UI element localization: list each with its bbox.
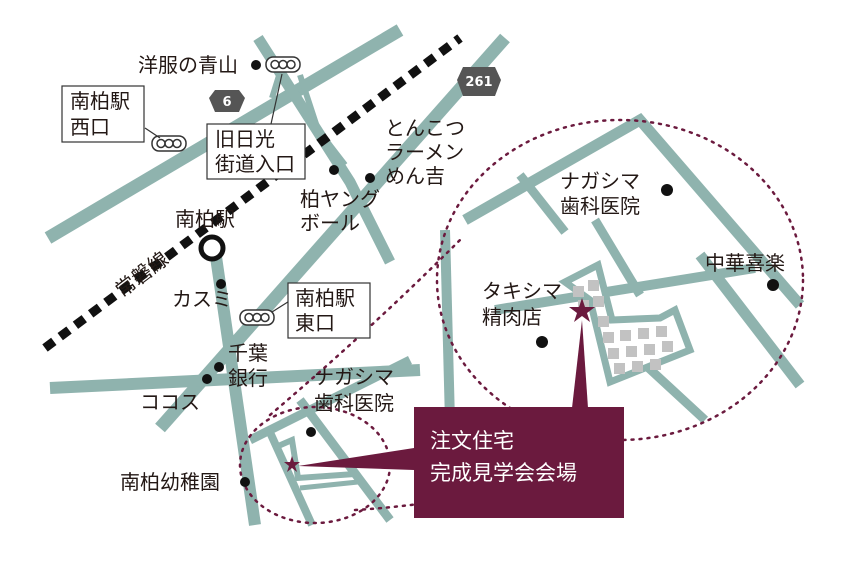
house <box>603 332 614 343</box>
label-yofuku: 洋服の青山 <box>138 53 238 77</box>
signal-box-kyunikko: 旧日光 街道入口 <box>206 123 306 180</box>
svg-text:旧日光: 旧日光 <box>215 127 275 151</box>
station-label: 南柏駅 <box>175 207 235 231</box>
signal-box-east: 南柏駅 東口 <box>287 282 371 339</box>
svg-text:東口: 東口 <box>295 311 335 335</box>
landmark-dot-tonkotsu <box>365 173 375 183</box>
road-south-1 <box>247 355 413 445</box>
label-takishima-2: 精肉店 <box>482 305 542 329</box>
site-outline <box>558 259 695 387</box>
road-east-2 <box>440 229 455 423</box>
road-east-3 <box>516 172 569 235</box>
label-nagashima-lower-1: ナガシマ <box>314 365 394 389</box>
traffic-signal-aoyama <box>265 56 301 73</box>
road-east-4 <box>591 217 644 298</box>
landmark-dot-kasumi <box>216 279 226 289</box>
route-shield-261: 261 <box>457 67 501 96</box>
railway-jouban-line <box>42 34 463 352</box>
svg-text:南柏駅: 南柏駅 <box>295 286 355 310</box>
landmark-dot-takishima <box>536 336 548 348</box>
label-tonkotsu-3: めん吉 <box>385 164 445 188</box>
label-kasumi: カスミ <box>172 287 232 311</box>
landmark-dot-chukakiraku <box>767 279 779 291</box>
house <box>598 316 609 327</box>
railway-label: 常磐線 <box>111 247 173 302</box>
signal-box-west: 南柏駅 西口 <box>61 85 145 143</box>
road-south-4 <box>274 435 356 482</box>
svg-text:街道入口: 街道入口 <box>215 152 295 176</box>
label-chiba-bank-1: 千葉 <box>228 341 268 365</box>
svg-text:6: 6 <box>222 95 231 110</box>
road-kyunikko <box>253 35 395 265</box>
landmark-dot-kindergarten <box>240 477 250 487</box>
landmark-dot-kashiwa-young <box>329 165 339 175</box>
target-star-small-icon <box>284 456 300 472</box>
label-kashiwa-young-2: ボール <box>300 211 360 235</box>
svg-text:注文住宅: 注文住宅 <box>430 429 514 453</box>
house <box>620 330 631 341</box>
landmark-dot-nagashima-lower <box>306 427 316 437</box>
callout-pointer-left <box>298 448 414 470</box>
road-east-6 <box>695 251 805 389</box>
road-kyunikko-branch <box>297 74 348 167</box>
landmark-dot-yofuku <box>251 60 261 70</box>
house <box>656 326 667 337</box>
landmark-dot-cocos <box>202 374 212 384</box>
house <box>593 296 604 307</box>
landmark-dot-nagashima-upper <box>661 184 673 196</box>
house <box>650 359 661 370</box>
label-nagashima-lower-2: 歯科医院 <box>314 391 394 415</box>
label-chukakiraku: 中華喜楽 <box>705 251 785 275</box>
landmark-dot-chiba-bank <box>214 362 224 372</box>
callout-pointer-up <box>572 320 588 408</box>
event-venue-callout: 注文住宅 完成見学会会場 <box>414 407 624 518</box>
house <box>638 328 649 339</box>
label-nagashima-upper-1: ナガシマ <box>560 169 640 193</box>
house <box>588 280 599 291</box>
label-chiba-bank-2: 銀行 <box>228 366 268 390</box>
label-nagashima-upper-2: 歯科医院 <box>560 194 640 218</box>
label-tonkotsu-1: とんこつ <box>385 116 465 140</box>
svg-text:西口: 西口 <box>70 115 110 139</box>
svg-text:完成見学会会場: 完成見学会会場 <box>430 461 577 485</box>
traffic-signal-east <box>239 309 275 326</box>
house <box>608 348 619 359</box>
landmark-dots <box>202 60 779 487</box>
svg-text:南柏駅: 南柏駅 <box>70 89 130 113</box>
house <box>573 286 584 297</box>
road-east-1 <box>462 112 805 309</box>
label-kashiwa-young-1: 柏ヤング <box>300 187 380 211</box>
route-shield-6: 6 <box>209 90 245 112</box>
road-south-5 <box>299 479 359 491</box>
house <box>632 361 643 372</box>
zoom-circle-east <box>435 118 805 442</box>
label-kindergarten: 南柏幼稚園 <box>120 470 220 494</box>
label-cocos: ココス <box>140 390 200 414</box>
svg-text:261: 261 <box>465 75 492 90</box>
traffic-signal-west <box>151 135 187 152</box>
house <box>614 363 625 374</box>
house <box>626 346 637 357</box>
station-marker <box>198 234 226 262</box>
house <box>662 341 673 352</box>
target-star-icon <box>569 298 595 322</box>
label-takishima-1: タキシマ <box>482 279 562 303</box>
label-tonkotsu-2: ラーメン <box>385 140 464 164</box>
zoom-connector-bottom <box>353 438 622 512</box>
house <box>644 344 655 355</box>
